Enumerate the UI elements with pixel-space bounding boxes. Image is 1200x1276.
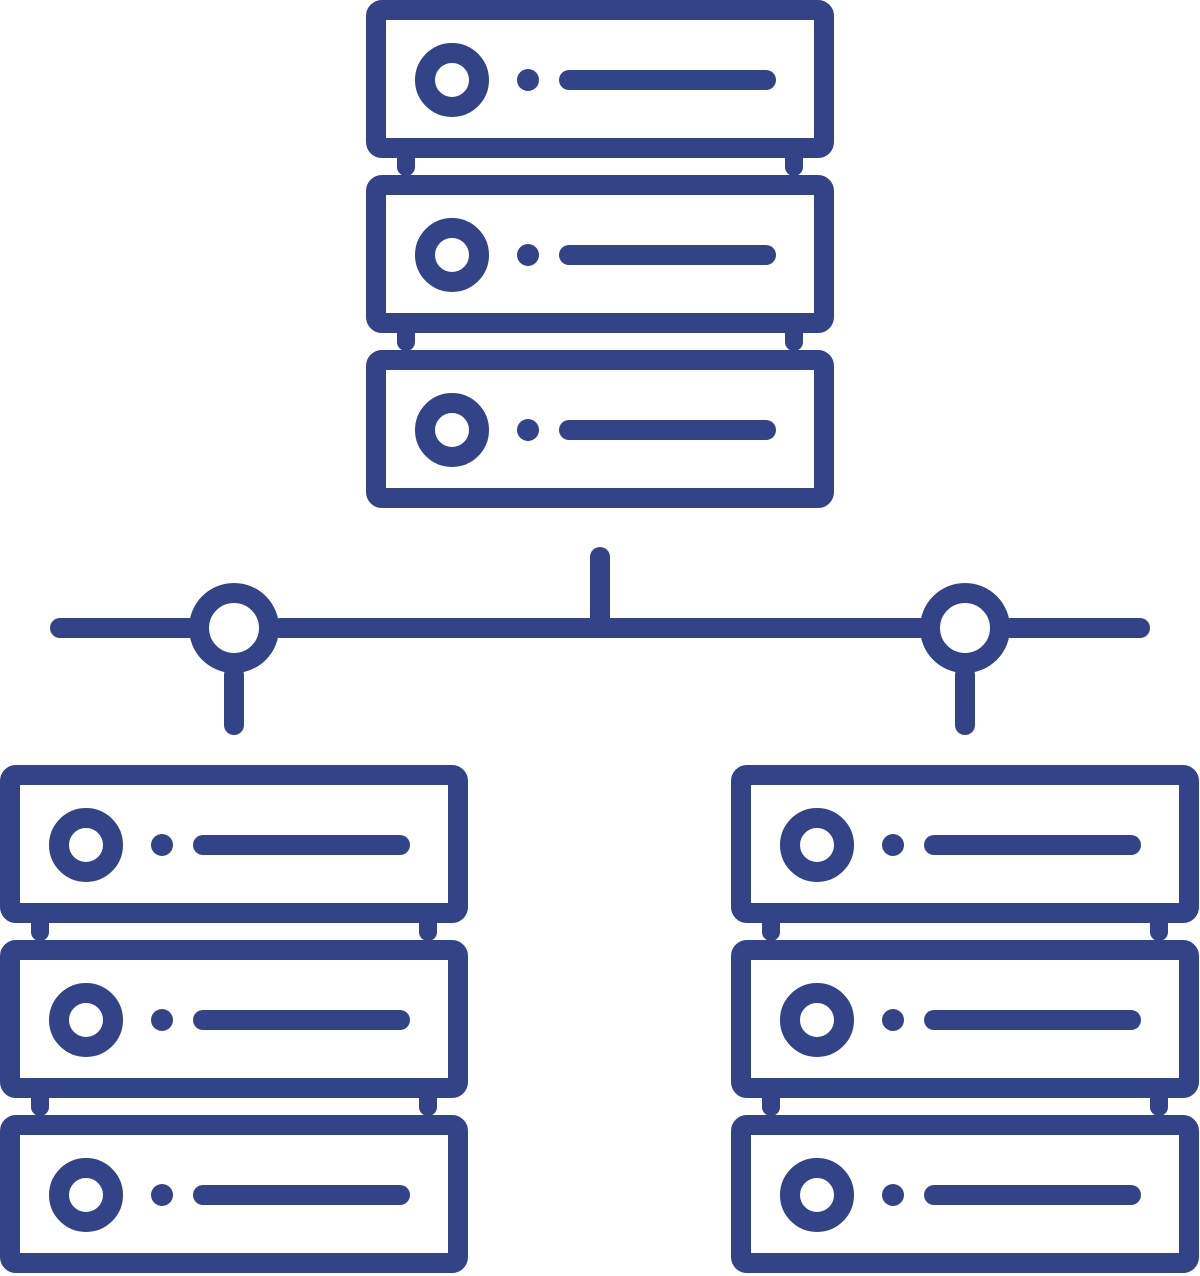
status-led-icon xyxy=(151,1009,173,1031)
status-led-icon xyxy=(517,419,539,441)
server-unit xyxy=(731,765,1199,941)
server-unit xyxy=(0,940,468,1116)
power-button-icon xyxy=(415,393,489,467)
network-node-icon xyxy=(189,583,279,673)
server-unit-frame xyxy=(0,765,468,923)
power-button-icon xyxy=(415,218,489,292)
top-server-rack xyxy=(366,0,834,508)
server-unit xyxy=(366,175,834,351)
power-button-icon xyxy=(780,1158,854,1232)
status-led-icon xyxy=(882,1009,904,1031)
network-bus xyxy=(50,547,1150,735)
server-unit-frame xyxy=(731,765,1199,923)
left-server-rack xyxy=(0,765,468,1273)
server-unit-frame xyxy=(366,175,834,333)
status-led-icon xyxy=(517,69,539,91)
status-led-icon xyxy=(151,1184,173,1206)
power-button-icon xyxy=(415,43,489,117)
server-unit-frame xyxy=(731,1115,1199,1273)
power-button-icon xyxy=(780,983,854,1057)
server-unit-frame xyxy=(0,1115,468,1273)
status-led-icon xyxy=(517,244,539,266)
power-button-icon xyxy=(49,1158,123,1232)
server-unit-frame xyxy=(0,940,468,1098)
server-unit xyxy=(0,765,468,941)
server-unit xyxy=(0,1115,468,1273)
server-unit xyxy=(731,1115,1199,1273)
status-led-icon xyxy=(151,834,173,856)
server-unit xyxy=(366,0,834,176)
power-button-icon xyxy=(49,983,123,1057)
power-button-icon xyxy=(780,808,854,882)
server-unit-frame xyxy=(366,350,834,508)
right-server-rack xyxy=(731,765,1199,1273)
server-unit-frame xyxy=(366,0,834,158)
power-button-icon xyxy=(49,808,123,882)
status-led-icon xyxy=(882,834,904,856)
server-unit xyxy=(366,350,834,508)
status-led-icon xyxy=(882,1184,904,1206)
network-node-icon xyxy=(920,583,1010,673)
server-unit-frame xyxy=(731,940,1199,1098)
server-unit xyxy=(731,940,1199,1116)
